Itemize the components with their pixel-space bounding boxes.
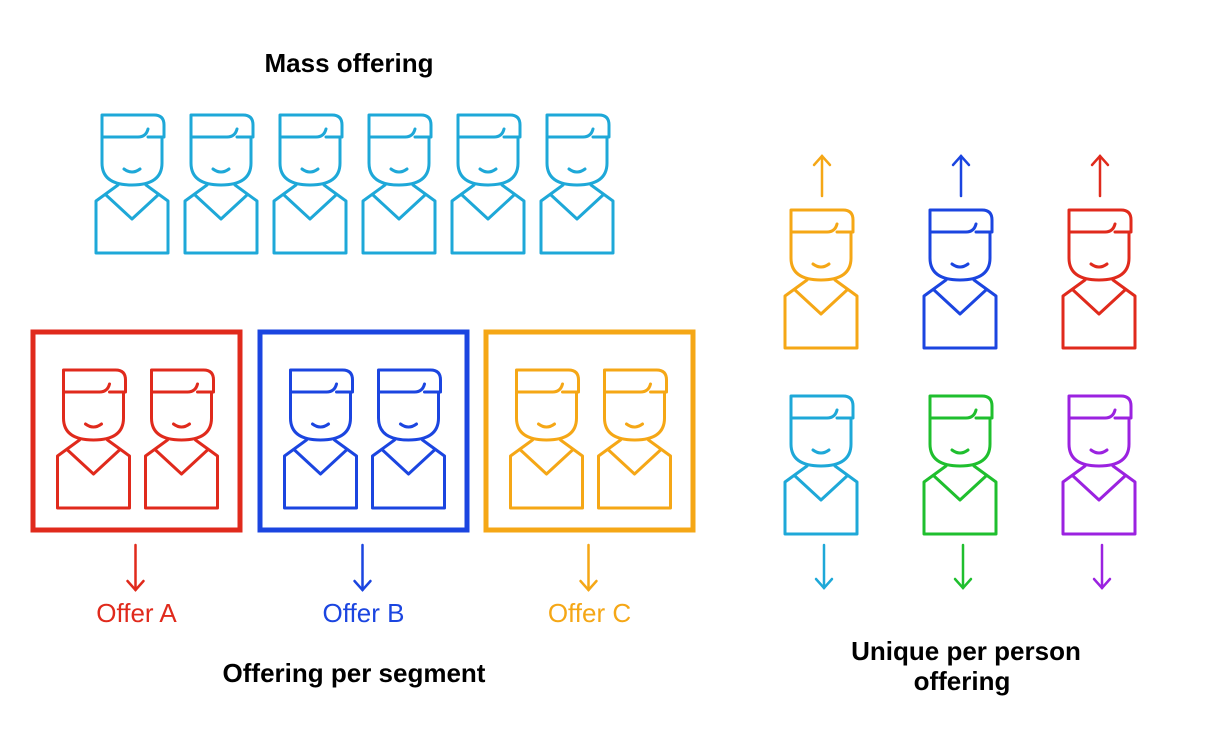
unique-person-icon xyxy=(1061,208,1137,350)
arrow-up-icon xyxy=(812,154,832,198)
segment-box xyxy=(30,329,243,533)
arrow-down-icon xyxy=(126,543,145,592)
mass-person-5-icon xyxy=(450,113,526,255)
segment-person-icon xyxy=(56,368,131,510)
arrow-up-icon xyxy=(951,154,971,198)
unique-person-6 xyxy=(1061,394,1137,590)
segment-2: Offer B xyxy=(257,329,470,628)
segment-person-icon xyxy=(597,368,672,510)
mass-offering-group xyxy=(94,113,615,255)
segment-person-icon xyxy=(509,368,584,510)
arrow-down-icon xyxy=(814,543,834,590)
unique-person-3 xyxy=(1061,154,1137,350)
mass-person-2-icon xyxy=(183,113,259,255)
mass-offering-title: Mass offering xyxy=(264,48,433,78)
offer-label: Offer A xyxy=(96,598,177,628)
segment-box xyxy=(257,329,470,533)
arrow-down-icon xyxy=(579,543,598,592)
segment-person-icon xyxy=(144,368,219,510)
mass-person-6-icon xyxy=(539,113,615,255)
unique-person-icon xyxy=(922,394,998,536)
mass-person-3-icon xyxy=(272,113,348,255)
arrow-down-icon xyxy=(353,543,372,592)
arrow-up-icon xyxy=(1090,154,1110,198)
unique-person-icon xyxy=(783,208,859,350)
segment-person-icon xyxy=(371,368,446,510)
unique-person-icon xyxy=(1061,394,1137,536)
unique-person-icon xyxy=(783,394,859,536)
offer-label: Offer C xyxy=(548,598,631,628)
segment-person-icon xyxy=(283,368,358,510)
segment-1: Offer A xyxy=(30,329,243,628)
unique-per-person-title-line1: Unique per person xyxy=(851,636,1081,666)
segment-offering-group: Offer A Offer B Offer C xyxy=(30,329,696,628)
mass-person-1-icon xyxy=(94,113,170,255)
arrow-down-icon xyxy=(953,543,973,590)
offer-label: Offer B xyxy=(323,598,405,628)
unique-person-4 xyxy=(783,394,859,590)
unique-person-icon xyxy=(922,208,998,350)
unique-offering-group xyxy=(783,154,1137,590)
unique-person-2 xyxy=(922,154,998,350)
mass-person-4-icon xyxy=(361,113,437,255)
segment-box xyxy=(483,329,696,533)
arrow-down-icon xyxy=(1092,543,1112,590)
segment-3: Offer C xyxy=(483,329,696,628)
offering-per-segment-title: Offering per segment xyxy=(223,658,486,688)
unique-person-1 xyxy=(783,154,859,350)
unique-per-person-title-line2: offering xyxy=(914,666,1011,696)
unique-person-5 xyxy=(922,394,998,590)
